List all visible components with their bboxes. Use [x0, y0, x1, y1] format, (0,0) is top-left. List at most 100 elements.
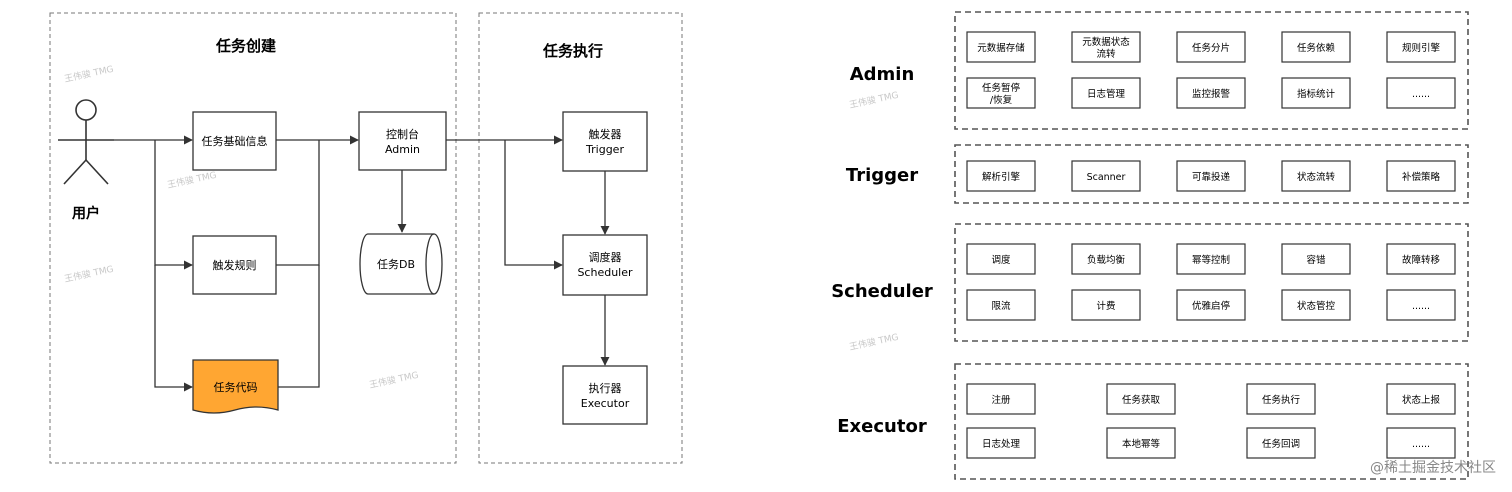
- node-basic-info: [192, 111, 277, 171]
- layer-item-label: 限流: [991, 300, 1011, 312]
- layer-label: Trigger: [846, 165, 918, 186]
- layer-item: Scanner: [1071, 160, 1141, 192]
- node-scheduler: [562, 234, 648, 296]
- layer-item-label: 任务执行: [1262, 394, 1301, 406]
- layer-item-label: 负载均衡: [1087, 254, 1126, 266]
- node-admin: [358, 111, 447, 171]
- layer-item: 任务执行: [1246, 383, 1316, 415]
- node-trigger: [562, 111, 648, 172]
- layer-item-label: 容错: [1306, 254, 1326, 266]
- layer-item-label: 日志处理: [982, 438, 1021, 450]
- layer-item-label: ......: [1412, 89, 1430, 100]
- layer-item-label: 元数据存储: [977, 42, 1025, 54]
- layer-item-label: 日志管理: [1087, 88, 1126, 100]
- layer-item-label: 状态管控: [1297, 300, 1336, 312]
- node-trigger-rule: [192, 235, 277, 295]
- layer-item-label: 本地幂等: [1122, 438, 1161, 450]
- node-task-code-label: 任务代码: [214, 381, 258, 394]
- layer-frame: [954, 223, 1469, 342]
- layer-item-label: 状态流转: [1297, 171, 1336, 183]
- layer-item-label: 流转: [1096, 48, 1116, 60]
- layer-item: 日志处理: [966, 427, 1036, 459]
- layer-label: Admin: [850, 64, 915, 85]
- layer-item-label: 可靠投递: [1192, 171, 1231, 183]
- layer-item: 解析引擎: [966, 160, 1036, 192]
- node-scheduler-label-en: Scheduler: [577, 266, 633, 279]
- group-create-frame: [49, 12, 457, 464]
- svg-text:王伟骏 TMG: 王伟骏 TMG: [848, 331, 900, 353]
- node-task-db-label: 任务DB: [377, 258, 415, 271]
- layer-item: 幂等控制: [1176, 243, 1246, 275]
- node-trigger-label-en: Trigger: [585, 143, 624, 156]
- layer-item: 指标统计: [1281, 77, 1351, 109]
- layer-item-label: 任务分片: [1192, 42, 1230, 54]
- layer-item: 限流: [966, 289, 1036, 321]
- node-trigger-rule-label: 触发规则: [213, 258, 257, 272]
- layer-item-label: 计费: [1096, 300, 1115, 312]
- credit-text: @稀土掘金技术社区: [1370, 460, 1496, 476]
- user-actor-icon: [58, 99, 114, 185]
- layer-item: 计费: [1071, 289, 1141, 321]
- layer-item-label: 补偿策略: [1402, 171, 1441, 183]
- layer-item-label: /恢复: [990, 94, 1013, 106]
- layer-item: 任务回调: [1246, 427, 1316, 459]
- layer-item: 任务获取: [1106, 383, 1176, 415]
- layer-item-label: 注册: [991, 394, 1011, 406]
- layer-item-label: 任务暂停: [982, 82, 1021, 94]
- user-label: 用户: [72, 205, 100, 222]
- layer-item-label: 任务获取: [1122, 394, 1161, 406]
- layer-item-label: 解析引擎: [982, 171, 1021, 183]
- layer-item: 注册: [966, 383, 1036, 415]
- node-basic-info-label: 任务基础信息: [202, 134, 268, 148]
- layer-frame: [954, 363, 1469, 480]
- layer-item: ......: [1386, 77, 1456, 109]
- layer-item-label: 幂等控制: [1192, 254, 1230, 266]
- node-admin-label-cn: 控制台: [386, 127, 419, 141]
- node-admin-label-en: Admin: [385, 143, 420, 156]
- node-task-code: [192, 359, 279, 414]
- svg-text:王伟骏 TMG: 王伟骏 TMG: [166, 169, 218, 191]
- layer-item: 监控报警: [1176, 77, 1246, 109]
- layer-item: 任务暂停/恢复: [966, 77, 1036, 109]
- node-trigger-label-cn: 触发器: [589, 127, 622, 141]
- layer-item: 补偿策略: [1386, 160, 1456, 192]
- layer-item-label: 监控报警: [1192, 88, 1231, 100]
- layer-item: ......: [1386, 289, 1456, 321]
- layer-executor: Executor注册任务获取任务执行状态上报日志处理本地幂等任务回调......: [837, 363, 1469, 480]
- layer-label: Executor: [837, 416, 927, 437]
- layer-item-label: 任务依赖: [1297, 42, 1336, 54]
- layer-item-label: 故障转移: [1402, 254, 1441, 266]
- layer-item-label: Scanner: [1087, 172, 1126, 183]
- node-executor: [562, 365, 648, 425]
- layer-item-label: 任务回调: [1262, 438, 1300, 450]
- layer-item: 日志管理: [1071, 77, 1141, 109]
- layer-frame: [954, 11, 1469, 130]
- node-scheduler-label-cn: 调度器: [589, 250, 622, 264]
- layer-item-label: 优雅启停: [1192, 300, 1231, 312]
- layer-item: 优雅启停: [1176, 289, 1246, 321]
- layer-item-label: 指标统计: [1297, 88, 1336, 100]
- layer-trigger: Trigger 解析引擎 Scanner 可靠投递 状态流转 补偿策略: [846, 144, 1469, 204]
- svg-text:王伟骏 TMG: 王伟骏 TMG: [63, 63, 115, 85]
- svg-text:王伟骏 TMG: 王伟骏 TMG: [63, 263, 115, 285]
- svg-text:王伟骏 TMG: 王伟骏 TMG: [848, 89, 900, 111]
- layer-item-label: 状态上报: [1402, 394, 1441, 406]
- layer-item: 负载均衡: [1071, 243, 1141, 275]
- layer-item: 元数据存储: [966, 31, 1036, 63]
- layer-item: 状态上报: [1386, 383, 1456, 415]
- layer-label: Scheduler: [831, 281, 933, 302]
- layer-item: 调度: [966, 243, 1036, 275]
- layer-frame: [954, 144, 1469, 204]
- layer-item: 本地幂等: [1106, 427, 1176, 459]
- watermarks: 王伟骏 TMG 王伟骏 TMG 王伟骏 TMG 王伟骏 TMG 王伟骏 TMG …: [63, 63, 900, 391]
- group-exec-label: 任务执行: [542, 42, 603, 60]
- layer-item-label: ......: [1412, 301, 1430, 312]
- layer-item: 规则引擎: [1386, 31, 1456, 63]
- layer-item: 任务分片: [1176, 31, 1246, 63]
- layer-item: 容错: [1281, 243, 1351, 275]
